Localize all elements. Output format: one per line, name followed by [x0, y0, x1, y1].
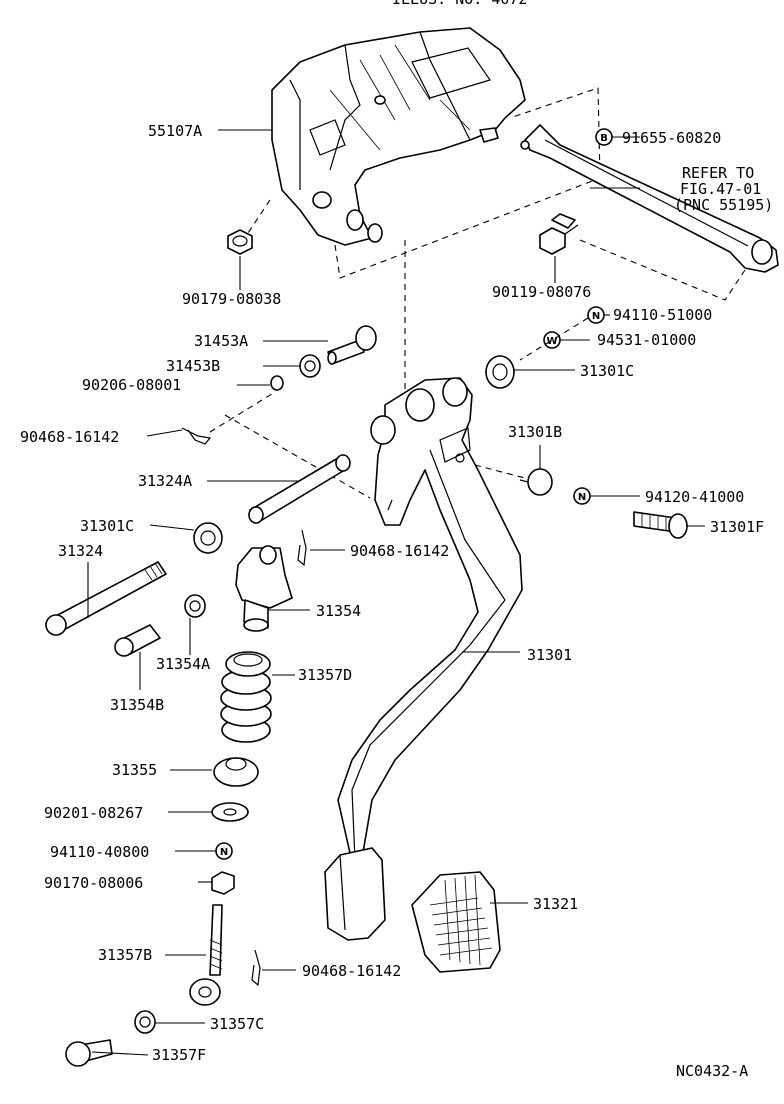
- bushing-31301C-right: [485, 355, 515, 389]
- label-31354A: 31354A: [156, 655, 210, 673]
- label-94110-40800: 94110-40800: [50, 843, 149, 861]
- boot-31357D: [220, 651, 272, 743]
- label-31453B: 31453B: [166, 357, 220, 375]
- label-94120-41000: 94120-41000: [645, 488, 744, 506]
- bushing-31301C-left: [193, 522, 223, 554]
- nut-94531-01000: W: [543, 331, 561, 349]
- label-31453A: 31453A: [194, 332, 248, 350]
- bolt-90119: [539, 213, 579, 255]
- label-94531-01000: 94531-01000: [597, 331, 696, 349]
- label-refer-to: REFER TO: [682, 164, 754, 182]
- bolt-31301F: [633, 511, 688, 539]
- label-90206-08001: 90206-08001: [82, 376, 181, 394]
- pin-31324: [45, 561, 167, 636]
- bushing-31357C: [134, 1010, 156, 1034]
- label-90468-16142-b: 90468-16142: [350, 542, 449, 560]
- label-90170-08006: 90170-08006: [44, 874, 143, 892]
- label-90201-08267: 90201-08267: [44, 804, 143, 822]
- label-31354: 31354: [316, 602, 361, 620]
- pedal-pad-plate: [324, 847, 386, 941]
- drawing-code: NC0432-A: [676, 1062, 748, 1080]
- bushing-31453B: [299, 354, 321, 378]
- illustration-number: ILLUS. NO. 4072: [392, 0, 527, 8]
- leader-lines: [87, 129, 705, 1056]
- part-labels: 55107A 91655-60820 REFER TO FIG.47-01 (P…: [20, 122, 773, 1080]
- pedal-pad-31321: [411, 871, 501, 973]
- label-31301C-left: 31301C: [80, 517, 134, 535]
- svg-text:W: W: [546, 336, 557, 347]
- cotter-pin-b: [297, 529, 307, 567]
- label-90468-16142-c: 90468-16142: [302, 962, 401, 980]
- label-94110-51000: 94110-51000: [613, 306, 712, 324]
- cotter-pin-c: [251, 949, 261, 987]
- pedal-bracket-55107A: [271, 27, 526, 246]
- label-refer-pnc: (PNC 55195): [674, 196, 773, 214]
- bolt-90179: [227, 229, 253, 255]
- label-31324A: 31324A: [138, 472, 192, 490]
- label-31357B: 31357B: [98, 946, 152, 964]
- washer-90201: [211, 802, 249, 822]
- grommet-31355: [213, 757, 259, 787]
- nut-90170: [211, 871, 235, 895]
- label-31321: 31321: [533, 895, 578, 913]
- cotter-pin-a: [181, 427, 212, 445]
- nut-94120-41000: N: [573, 487, 591, 505]
- stopper-31301B: [519, 468, 553, 496]
- label-90119-08076: 90119-08076: [492, 283, 591, 301]
- label-91655-60820: 91655-60820: [622, 129, 721, 147]
- bushing-31354A: [184, 594, 206, 618]
- svg-text:N: N: [220, 847, 228, 858]
- nut-94110-40800: N: [215, 842, 233, 860]
- label-31357D: 31357D: [298, 666, 352, 684]
- svg-text:N: N: [578, 492, 586, 503]
- label-31357C: 31357C: [210, 1015, 264, 1033]
- label-31301C-right: 31301C: [580, 362, 634, 380]
- push-rod-31357B: [189, 904, 223, 1006]
- label-31357F: 31357F: [152, 1046, 206, 1064]
- pivot-bolt-31453A: [327, 325, 377, 365]
- clevis-31354: [235, 545, 293, 632]
- rod-31324A: [248, 454, 351, 524]
- svg-text:N: N: [592, 311, 600, 322]
- bolt-91655: B: [595, 128, 613, 146]
- label-31355: 31355: [112, 761, 157, 779]
- label-31301F: 31301F: [710, 518, 764, 536]
- pin-31354B: [114, 624, 161, 657]
- brake-pedal-arm-31301: [337, 377, 523, 871]
- label-31354B: 31354B: [110, 696, 164, 714]
- label-90468-16142-a: 90468-16142: [20, 428, 119, 446]
- label-90179-08038: 90179-08038: [182, 290, 281, 308]
- pin-31357F: [65, 1039, 113, 1067]
- nut-94110-51000: N: [587, 306, 605, 324]
- label-31324: 31324: [58, 542, 103, 560]
- label-refer-fig: FIG.47-01: [680, 180, 761, 198]
- label-55107A: 55107A: [148, 122, 202, 140]
- label-31301: 31301: [527, 646, 572, 664]
- washer-90206: [270, 375, 284, 391]
- brace-rod: [520, 124, 779, 273]
- label-31301B: 31301B: [508, 423, 562, 441]
- svg-text:B: B: [600, 133, 608, 144]
